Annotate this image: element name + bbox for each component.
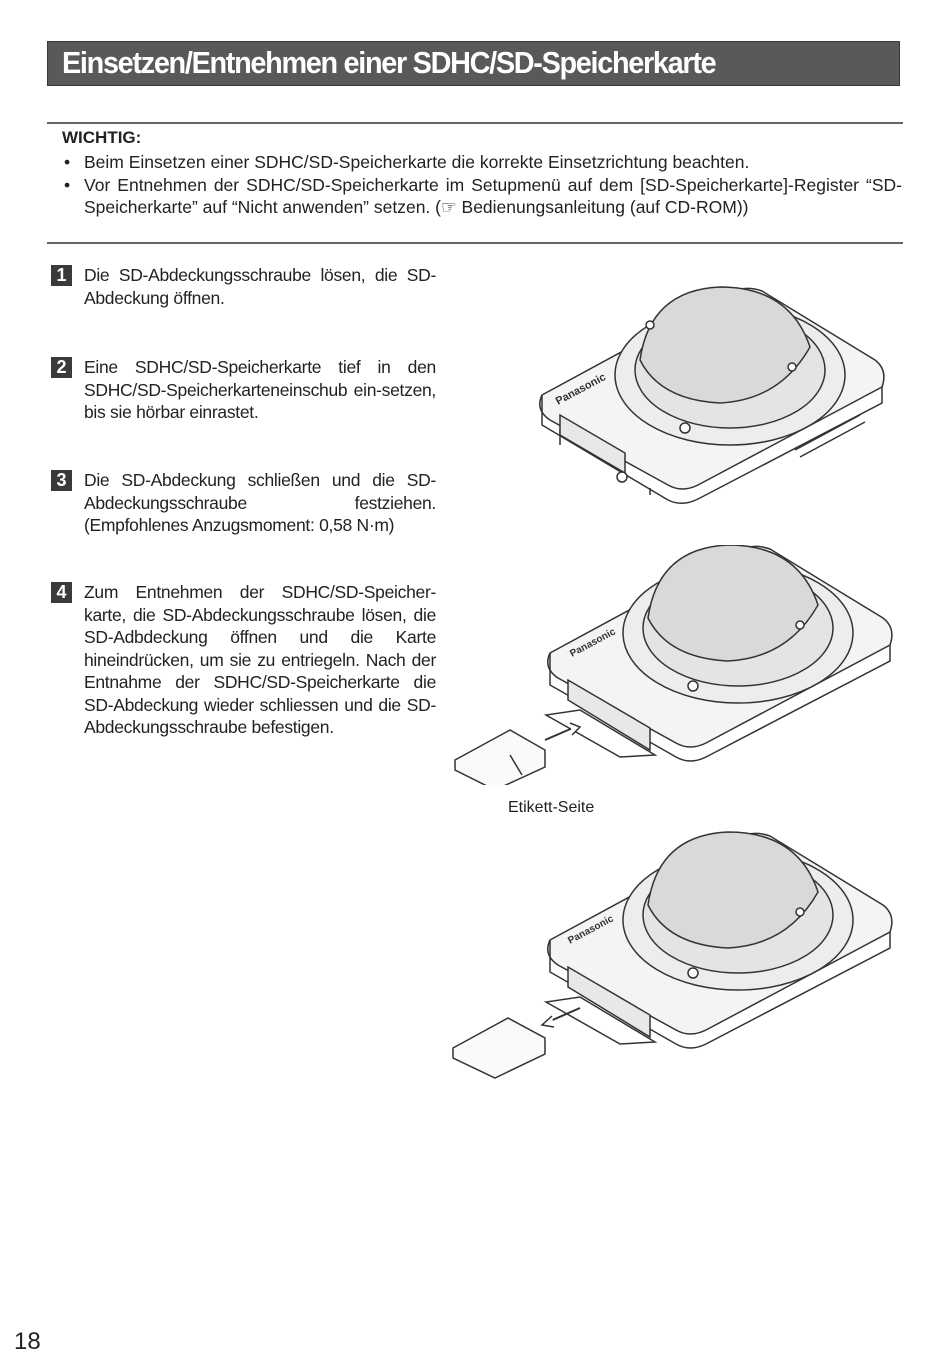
notice-item: •Beim Einsetzen einer SDHC/SD-Speicherka… — [64, 152, 750, 172]
page-title: Einsetzen/Entnehmen einer SDHC/SD-Speich… — [62, 45, 717, 80]
notice-list: •Beim Einsetzen einer SDHC/SD-Speicherka… — [62, 151, 902, 219]
notice-item: •Vor Entnehmen der SDHC/SD-Speicherkarte… — [64, 174, 902, 218]
page-number: 18 — [14, 1328, 41, 1355]
step-number: 3 — [51, 470, 72, 491]
camera-illustration-remove: Panasonic — [452, 831, 893, 1079]
step-number: 2 — [51, 357, 72, 378]
step-number: 4 — [51, 582, 72, 603]
step-number: 1 — [51, 265, 72, 286]
card-label-side: Etikett-Seite — [508, 799, 595, 816]
important-notice: WICHTIG: •Beim Einsetzen einer SDHC/SD-S… — [47, 122, 903, 244]
step-text: Zum Entnehmen der SDHC/SD-Speicher-karte… — [84, 582, 436, 737]
camera-illustration-closed: Panasonic — [539, 286, 885, 504]
step-text: Die SD-Abdeckungsschraube lösen, die SD-… — [84, 265, 436, 308]
step-text: Eine SDHC/SD-Speicherkarte tief in den S… — [84, 357, 436, 422]
notice-heading: WICHTIG: — [62, 128, 142, 147]
bullet-icon: • — [64, 152, 71, 172]
camera-illustration-insert: Panasonic — [454, 545, 893, 785]
bullet-icon: • — [64, 174, 71, 195]
step-text: Die SD-Abdeckung schließen und die SD-Ab… — [84, 470, 436, 535]
title-bar: Einsetzen/Entnehmen einer SDHC/SD-Speich… — [47, 41, 900, 86]
